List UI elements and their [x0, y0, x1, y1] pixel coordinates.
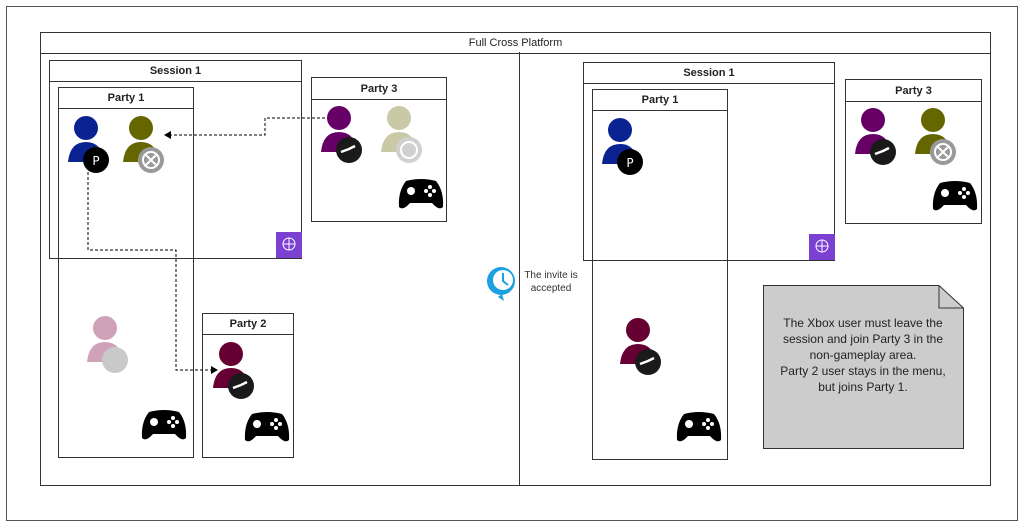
playstation-user-icon: P	[600, 114, 650, 175]
note-line: Party 2 user stays in the menu,	[780, 364, 946, 378]
steam-user-icon	[853, 104, 903, 165]
party-title: Party 1	[593, 90, 727, 111]
divider	[519, 52, 520, 486]
note-shape	[763, 285, 964, 449]
outer-frame	[6, 6, 1018, 521]
party-title: Party 2	[203, 314, 293, 335]
steam-user-icon	[618, 314, 668, 375]
game-network-globe-icon	[276, 232, 302, 258]
controller-icon	[244, 410, 290, 444]
note-text: The Xbox user must leave the session and…	[763, 315, 963, 395]
xbox-user-icon	[913, 104, 963, 165]
controller-icon	[932, 179, 978, 213]
left-party-1: Party 1	[58, 87, 194, 458]
party-title: Party 3	[312, 78, 446, 100]
session-title: Session 1	[50, 61, 301, 82]
note-line: but joins Party 1.	[818, 380, 908, 394]
xbox-user-faded-icon	[379, 102, 429, 163]
container-title: Full Cross Platform	[41, 33, 990, 54]
steam-user-icon	[319, 102, 369, 163]
invite-accepted-label: The invite is accepted	[520, 269, 582, 295]
steam-user-faded-icon	[85, 312, 135, 373]
game-network-globe-icon	[809, 234, 835, 260]
label-line: accepted	[530, 283, 572, 294]
session-title: Session 1	[584, 63, 834, 84]
left-party-3: Party 3	[311, 77, 447, 222]
playstation-user-icon: P	[66, 112, 116, 173]
note-line: non-gameplay area.	[809, 348, 917, 362]
controller-icon	[141, 408, 187, 442]
note-line: The Xbox user must leave the	[783, 316, 943, 330]
controller-icon	[676, 410, 722, 444]
right-party-1: Party 1	[592, 89, 728, 460]
label-line: The invite is	[524, 270, 578, 281]
steam-user-icon	[211, 338, 261, 399]
clock-icon	[484, 263, 520, 303]
svg-text:P: P	[92, 154, 99, 168]
party-title: Party 1	[59, 88, 193, 109]
xbox-user-icon	[121, 112, 171, 173]
controller-icon	[398, 177, 444, 211]
party-title: Party 3	[846, 80, 981, 102]
note-line: session and join Party 3 in the	[782, 332, 944, 346]
svg-text:P: P	[626, 156, 633, 170]
